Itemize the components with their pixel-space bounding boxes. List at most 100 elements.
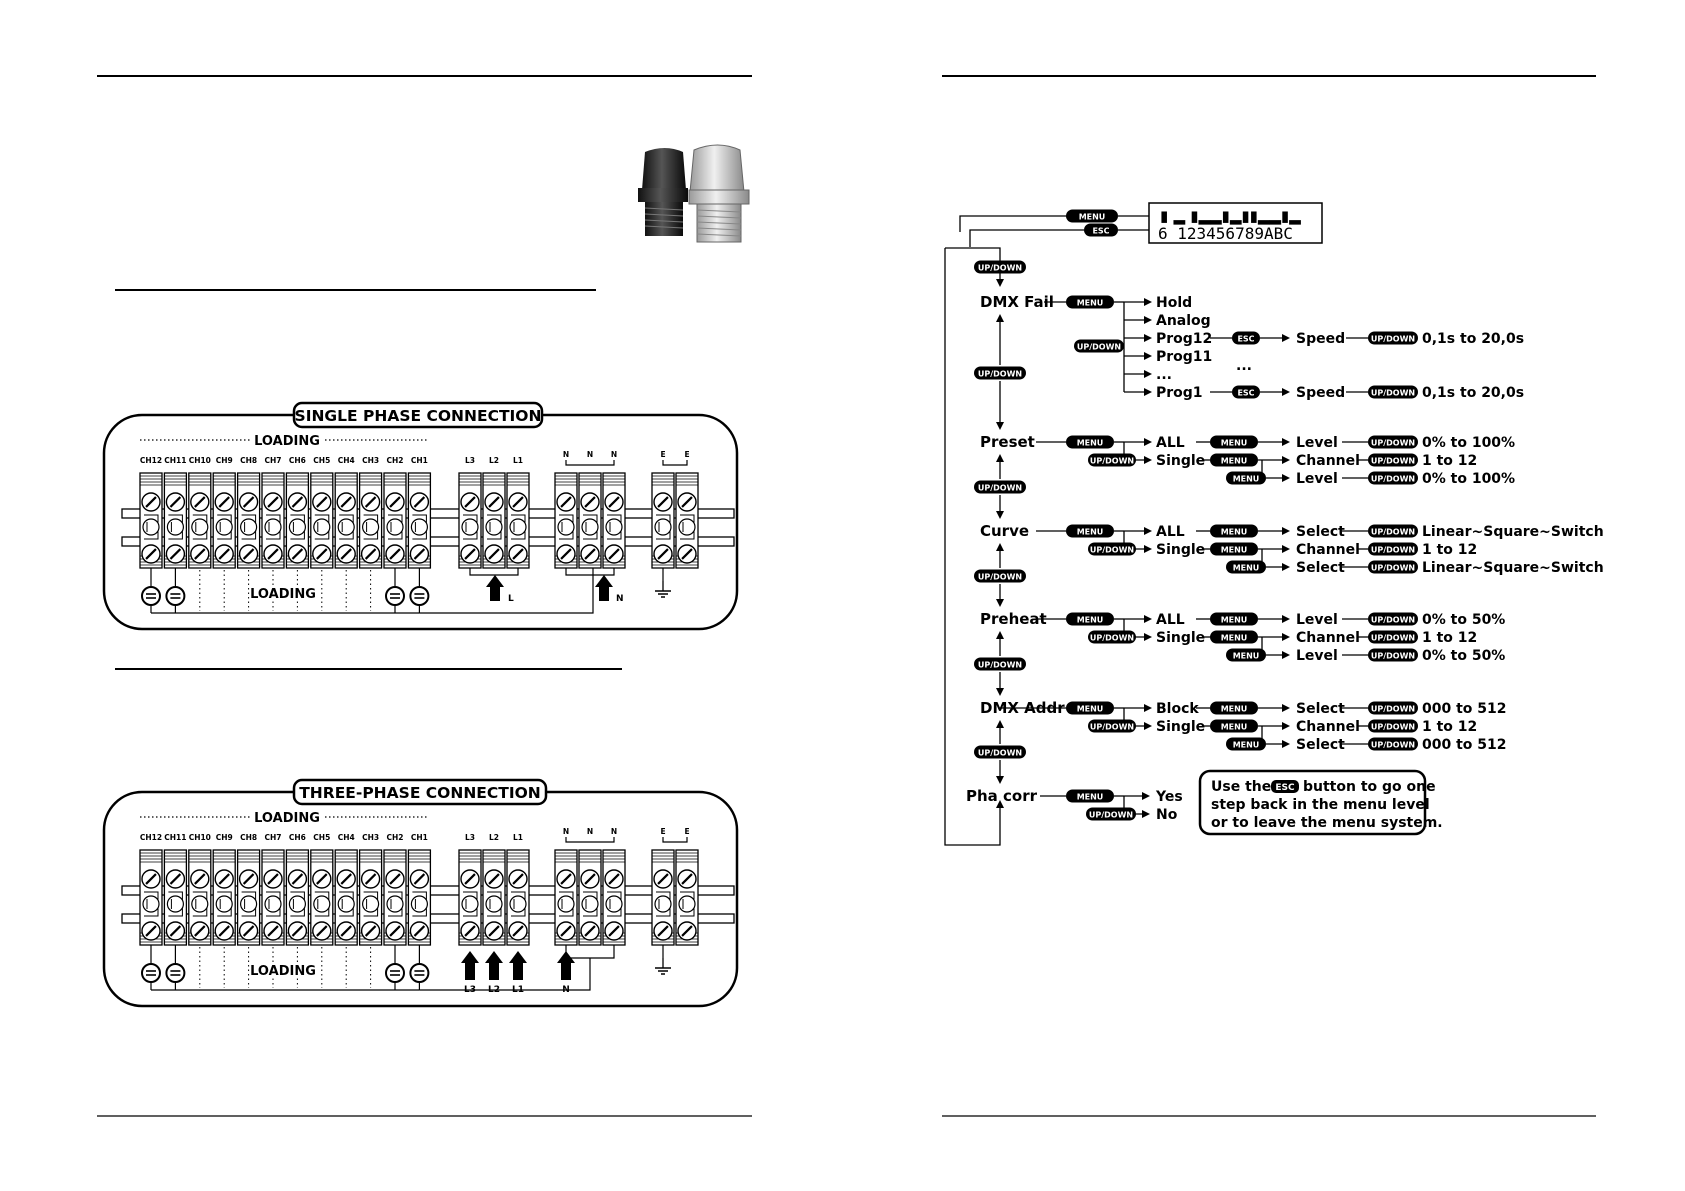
menu-badge-label: MENU <box>1077 528 1104 537</box>
arrow-icon <box>1282 740 1290 748</box>
esc-button-badge <box>1232 385 1260 399</box>
updown-badge-label: UP/DOWN <box>1371 616 1415 625</box>
dmx-fail-option: Prog12 <box>1156 331 1212 347</box>
updown-button-badge <box>1368 385 1418 399</box>
menu-badge-label: MENU <box>1221 616 1248 625</box>
neutral-label: N <box>611 827 617 836</box>
curve-all: ALL <box>1156 524 1185 540</box>
diagram-title: SINGLE PHASE CONNECTION <box>295 407 542 425</box>
menu-button-badge <box>1210 719 1258 733</box>
updown-badge-label: UP/DOWN <box>1090 634 1134 643</box>
line-label: L3 <box>465 456 475 465</box>
arrow-icon <box>1144 370 1152 378</box>
channel-label: CH11 <box>164 456 186 465</box>
channel-label: CH1 <box>411 456 428 465</box>
esc-note-line2: step back in the menu level <box>1211 797 1430 813</box>
arrow-icon <box>1144 633 1152 641</box>
channel-label: CH8 <box>240 456 257 465</box>
preheat-single: Single <box>1156 630 1205 646</box>
preset-channel-range: 1 to 12 <box>1422 453 1477 469</box>
menu-badge-label: MENU <box>1221 439 1248 448</box>
arrow-icon <box>1144 722 1152 730</box>
menu-button-badge <box>1210 542 1258 556</box>
preset-opt: Level <box>1296 435 1338 451</box>
lamp-load-icon <box>409 586 430 606</box>
menu-badge-label: MENU <box>1221 457 1248 466</box>
updown-button-badge <box>1368 630 1418 644</box>
esc-note: Use the ESC button to go one step back i… <box>1198 769 1443 836</box>
menu-item-preheat: Preheat <box>980 610 1047 628</box>
arrow-icon <box>1144 527 1152 535</box>
preheat-range: 0% to 50% <box>1422 612 1505 628</box>
updown-button-badge <box>974 657 1026 671</box>
arrow-icon <box>1144 334 1152 342</box>
curve-opt: Select <box>1296 524 1345 540</box>
updown-badge-label: UP/DOWN <box>978 484 1022 493</box>
esc-note-line1a: Use the <box>1211 779 1271 795</box>
updown-badge-label: UP/DOWN <box>1089 811 1133 820</box>
updown-button-badge <box>1368 471 1418 485</box>
preset-opt: Level <box>1296 471 1338 487</box>
arrow-icon <box>1282 704 1290 712</box>
preheat-channel: Channel <box>1296 630 1360 646</box>
arrow-icon <box>1282 438 1290 446</box>
loading-label: LOADING <box>254 434 320 449</box>
menu-button-badge <box>1210 612 1258 626</box>
menu-badge-label: MENU <box>1221 546 1248 555</box>
channel-label: CH7 <box>265 833 282 842</box>
updown-button-badge <box>1088 453 1136 467</box>
line-label: L3 <box>465 833 475 842</box>
arrow-icon <box>1144 352 1152 360</box>
updown-badge-label: UP/DOWN <box>978 370 1022 379</box>
supply-arrow-icon <box>485 951 503 980</box>
dmx_addr-range: 000 to 512 <box>1422 701 1507 717</box>
lcd-top-row: ▮ ▂ ▮▂▂▮▂▮▮▂▂▮▂ <box>1160 207 1301 225</box>
line-label: L1 <box>513 833 523 842</box>
arrow-icon <box>1282 545 1290 553</box>
line-label: L1 <box>513 456 523 465</box>
dmx_addr-opt: Select <box>1296 737 1345 753</box>
pha-corr-yes: Yes <box>1155 789 1183 805</box>
channel-label: CH4 <box>338 833 355 842</box>
speed-range: 0,1s to 20,0s <box>1422 331 1524 347</box>
preheat-channel-range: 1 to 12 <box>1422 630 1477 646</box>
updown-badge-label: UP/DOWN <box>1371 634 1415 643</box>
updown-badge-label: UP/DOWN <box>1371 457 1415 466</box>
menu-button-badge <box>1210 435 1258 449</box>
arrow-icon <box>1142 810 1150 818</box>
updown-badge-label: UP/DOWN <box>1077 343 1121 352</box>
curve-range: Linear~Square~Switch <box>1422 560 1604 576</box>
menu-badge-label: MENU <box>1233 652 1260 661</box>
updown-badge-label: UP/DOWN <box>1371 652 1415 661</box>
arrow-icon <box>1144 615 1152 623</box>
updown-badge-label: UP/DOWN <box>978 573 1022 582</box>
preset-single: Single <box>1156 453 1205 469</box>
preset-range: 0% to 100% <box>1422 435 1515 451</box>
curve-single: Single <box>1156 542 1205 558</box>
arrow-icon <box>1144 316 1152 324</box>
menu-button-badge <box>1226 471 1266 485</box>
menu-button-badge <box>1210 701 1258 715</box>
lamp-load-icon <box>141 963 161 983</box>
channel-label: CH10 <box>189 833 211 842</box>
arrow-icon <box>1144 438 1152 446</box>
updown-badge-label: UP/DOWN <box>1371 741 1415 750</box>
lamp-load-icon <box>409 963 430 983</box>
updown-badge-label: UP/DOWN <box>1371 564 1415 573</box>
updown-badge-label: UP/DOWN <box>978 661 1022 670</box>
arrow-icon <box>1282 527 1290 535</box>
esc-badge-label: ESC <box>1237 389 1254 398</box>
updown-button-badge <box>1368 612 1418 626</box>
channel-label: CH5 <box>313 833 330 842</box>
esc-badge-label: ESC <box>1237 335 1254 344</box>
preheat-range: 0% to 50% <box>1422 648 1505 664</box>
menu-badge-label: MENU <box>1221 705 1248 714</box>
channel-label: CH1 <box>411 833 428 842</box>
supply-arrow-icon <box>595 575 613 601</box>
channel-label: CH12 <box>140 456 162 465</box>
menu-button-badge <box>1066 295 1114 309</box>
menu-button-badge <box>1066 701 1114 715</box>
arrow-icon <box>1144 298 1152 306</box>
